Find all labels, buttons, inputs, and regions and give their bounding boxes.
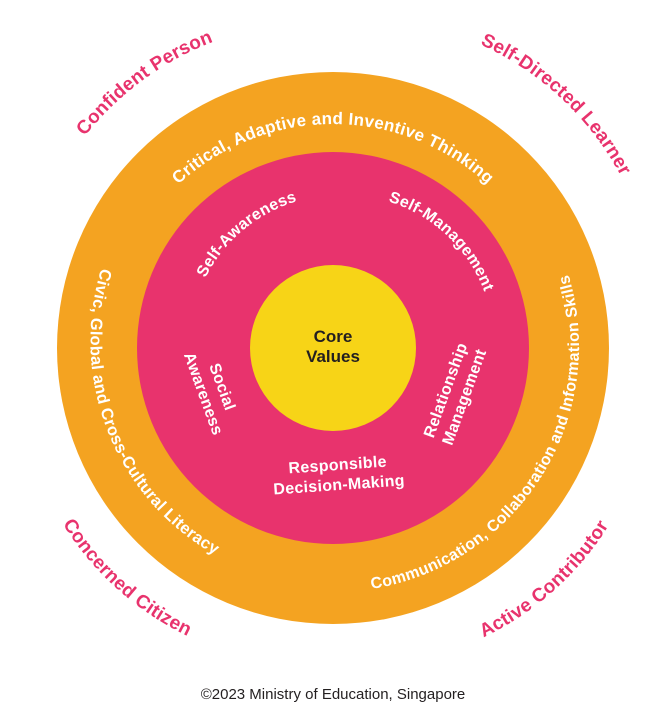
core-label-line1: Core [314,327,353,346]
core-values-circle [250,265,416,431]
decision-line1: Responsible [288,454,387,478]
copyright-notice: ©2023 Ministry of Education, Singapore [201,686,466,703]
core-label-line2: Values [306,347,360,366]
